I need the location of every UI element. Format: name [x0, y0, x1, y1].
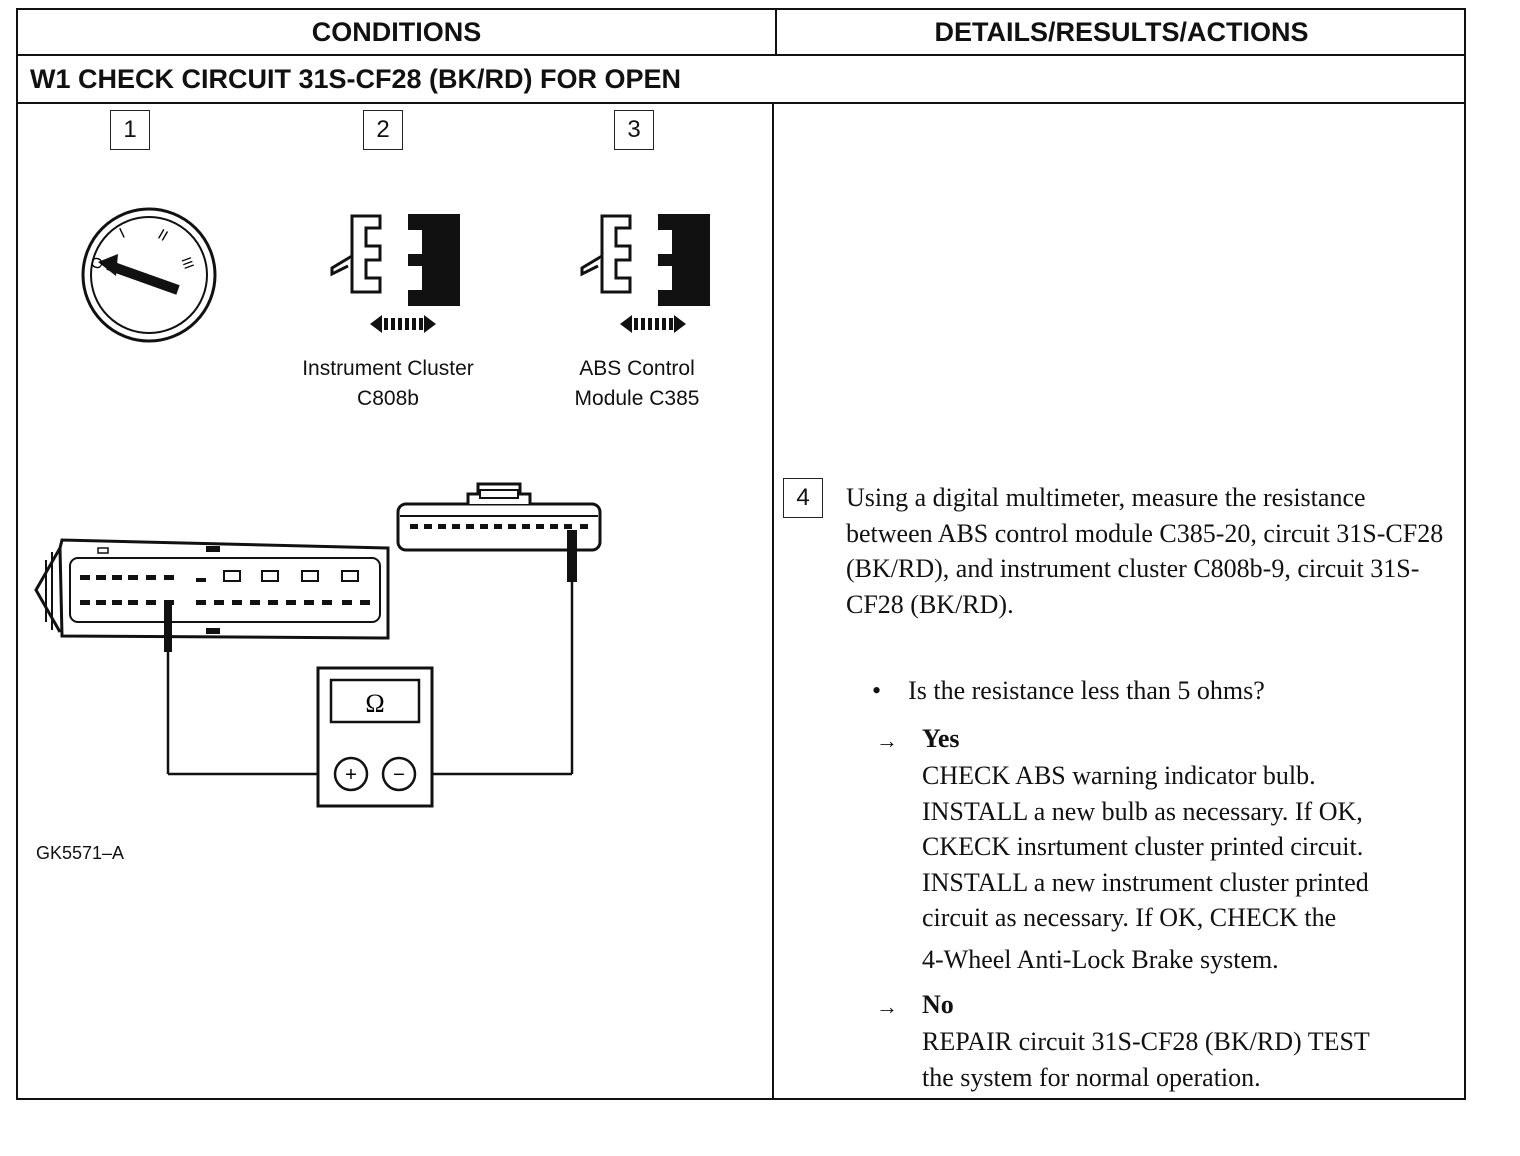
instruction-text: Using a digital multimeter, measure the …	[846, 483, 1444, 619]
figure-code: GK5571–A	[36, 843, 125, 863]
step-box-2: 2	[363, 110, 403, 150]
title-rule	[18, 102, 1464, 104]
question-item: • Is the resistance less than 5 ohms?	[872, 674, 1265, 708]
ignition-pos-2: II	[155, 226, 171, 245]
connector-disconnect-icon	[330, 214, 460, 333]
arrow-icon: →	[876, 994, 898, 1019]
probe-right	[567, 530, 577, 582]
ignition-pos-0: O	[87, 255, 107, 272]
details-header: DETAILS/RESULTS/ACTIONS	[934, 17, 1309, 47]
column-divider-main	[772, 102, 774, 1098]
bullet-icon: •	[872, 676, 882, 705]
meter-minus: −	[393, 764, 405, 786]
no-action-text: REPAIR circuit 31S-CF28 (BK/RD) TEST the…	[922, 1027, 1370, 1092]
circuit-diagram: O I II III	[34, 207, 710, 808]
test-step-table: CONDITIONS DETAILS/RESULTS/ACTIONS W1 CH…	[16, 8, 1466, 1100]
header-rule	[18, 54, 1464, 56]
meter-plus: +	[345, 764, 357, 786]
connector-disconnect-icon	[580, 214, 710, 333]
conditions-header: CONDITIONS	[311, 17, 482, 47]
module-connector-icon	[34, 538, 390, 640]
arrow-icon: →	[876, 728, 898, 753]
probe-left	[164, 604, 172, 652]
step-box-3: 3	[614, 110, 654, 150]
abs-caption: ABS Control Module C385	[574, 357, 700, 410]
yes-label: Yes	[922, 724, 960, 753]
column-divider	[775, 10, 777, 54]
cluster-connector-icon	[396, 482, 602, 552]
step-box-4: 4	[783, 478, 823, 518]
no-label: No	[922, 990, 954, 1019]
ohm-symbol: Ω	[365, 689, 384, 718]
ignition-pos-3: III	[178, 255, 197, 271]
ignition-pos-1: I	[117, 225, 128, 242]
cluster-caption: Instrument Cluster C808b	[302, 357, 474, 410]
step-box-1: 1	[110, 110, 150, 150]
question-text: Is the resistance less than 5 ohms?	[908, 676, 1265, 705]
multimeter-icon: Ω + −	[316, 666, 434, 808]
ignition-switch-icon: O I II III	[81, 207, 217, 343]
step-title: W1 CHECK CIRCUIT 31S-CF28 (BK/RD) FOR OP…	[30, 64, 682, 94]
yes-action-text: CHECK ABS warning indicator bulb. INSTAL…	[922, 761, 1369, 974]
